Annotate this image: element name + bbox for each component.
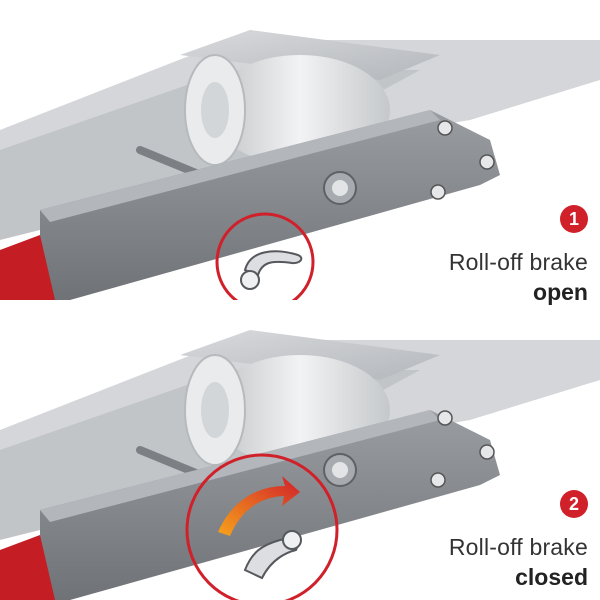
step-1-caption: Roll-off brake [448, 249, 588, 275]
brake-lever-icon [243, 530, 302, 580]
panel-brake-closed: 2 Roll-off brake closed [0, 300, 600, 600]
highlight-circle [185, 453, 339, 600]
roller-frame-drawing-open [0, 30, 600, 300]
top-rail [180, 330, 440, 380]
step-2-state: closed [515, 564, 588, 590]
red-end-cap [0, 535, 55, 600]
curved-arrow-icon [218, 476, 300, 536]
side-plate [40, 410, 500, 600]
highlight-circle [215, 212, 315, 300]
roller-frame-drawing-closed [0, 330, 600, 600]
red-end-cap [0, 235, 55, 300]
step-2-caption: Roll-off brake [448, 534, 588, 560]
step-2-label: 2 Roll-off brake closed [449, 490, 588, 592]
step-1-label: 1 Roll-off brake open [449, 205, 588, 307]
bolt-icon [323, 410, 495, 488]
step-2-badge: 2 [560, 490, 588, 518]
brake-lever-icon [240, 250, 303, 290]
side-plate [40, 110, 500, 300]
top-rail [180, 30, 440, 80]
step-1-state: open [533, 279, 588, 305]
bolt-icon [323, 120, 495, 205]
panel-brake-open: 1 Roll-off brake open [0, 30, 600, 305]
step-1-badge: 1 [560, 205, 588, 233]
